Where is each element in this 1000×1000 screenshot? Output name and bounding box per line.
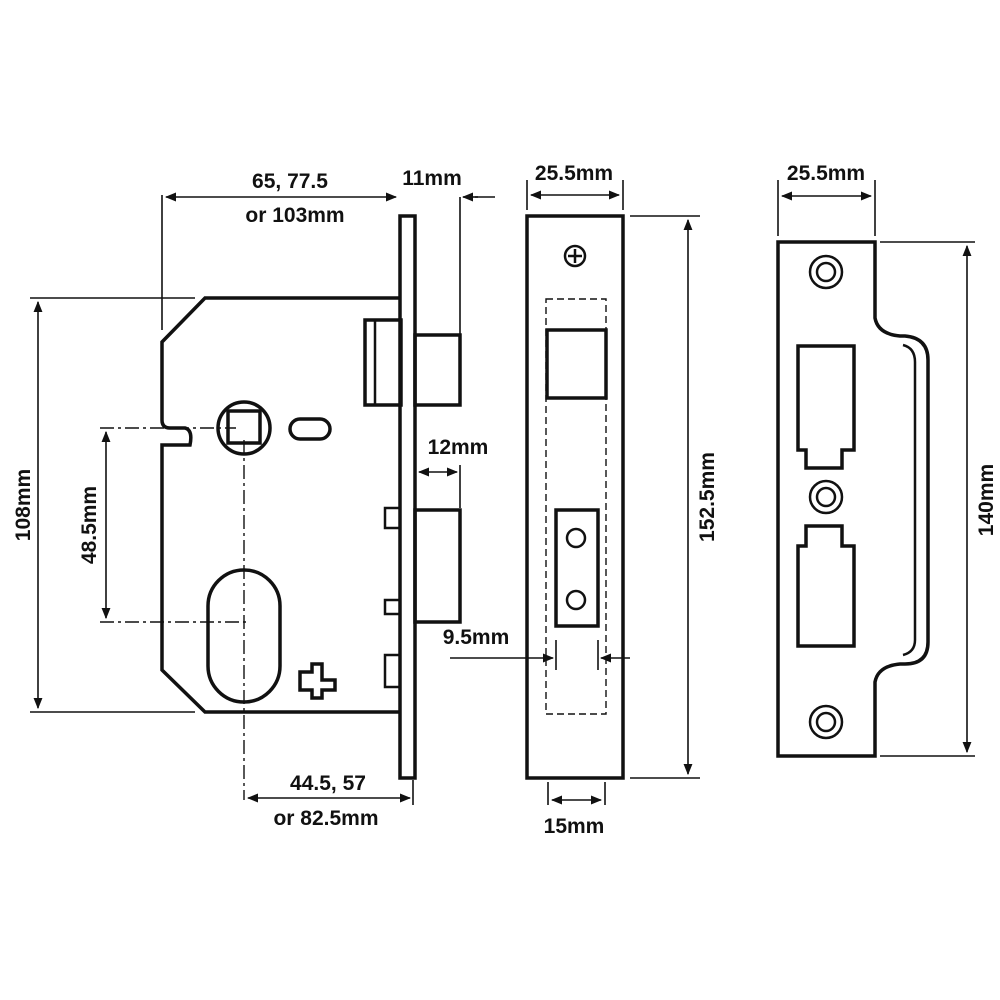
strike-outline xyxy=(776,240,930,758)
latch-face xyxy=(545,328,608,400)
front-width-label: 25.5mm xyxy=(535,162,613,185)
dead-bolt xyxy=(413,508,462,624)
strike-width-label: 25.5mm xyxy=(787,162,865,185)
strike-screw-bottom xyxy=(808,704,844,740)
deadbolt-face xyxy=(554,508,600,628)
case-bump-3 xyxy=(383,653,402,689)
strike-plate: 25.5mm 140mm xyxy=(776,162,998,758)
front-height-label: 152.5mm xyxy=(696,452,719,542)
case-height-label: 108mm xyxy=(12,469,35,541)
case-bump-2 xyxy=(383,598,402,616)
case-bump-1 xyxy=(383,506,402,530)
strike-screw-top xyxy=(808,254,844,290)
forend-outline xyxy=(525,214,625,780)
strike-bolt-opening xyxy=(796,524,856,648)
latch-bolt xyxy=(413,333,462,407)
follower-square xyxy=(226,409,262,445)
latch-housing xyxy=(363,318,403,407)
backset-bottom-line1: 44.5, 57 xyxy=(290,772,366,795)
forend-plate xyxy=(398,214,417,780)
stop-button xyxy=(298,662,337,700)
forend-front-view: 9.5mm 25.5mm 152.5mm 15mm xyxy=(443,162,719,838)
follower-offset-label: 9.5mm xyxy=(443,626,510,649)
strike-height-label: 140mm xyxy=(975,464,998,536)
backset-top-line2: or 103mm xyxy=(245,204,344,227)
front-inner-width-label: 15mm xyxy=(544,815,605,838)
fixing-slot xyxy=(288,417,332,441)
centres-label: 48.5mm xyxy=(78,486,101,564)
lock-case: 108mm 48.5mm 65, 77.5 or 103mm 11mm 12mm… xyxy=(12,167,495,830)
screw-icon xyxy=(563,244,587,268)
strike-latch-opening xyxy=(796,344,856,470)
case-hidden-outline xyxy=(545,298,607,715)
backset-top-line1: 65, 77.5 xyxy=(252,170,328,193)
faceplate-thickness-label: 11mm xyxy=(402,167,462,190)
strike-screw-mid xyxy=(808,479,844,515)
backset-bottom-line2: or 82.5mm xyxy=(273,807,378,830)
bolt-throw-label: 12mm xyxy=(428,436,489,459)
